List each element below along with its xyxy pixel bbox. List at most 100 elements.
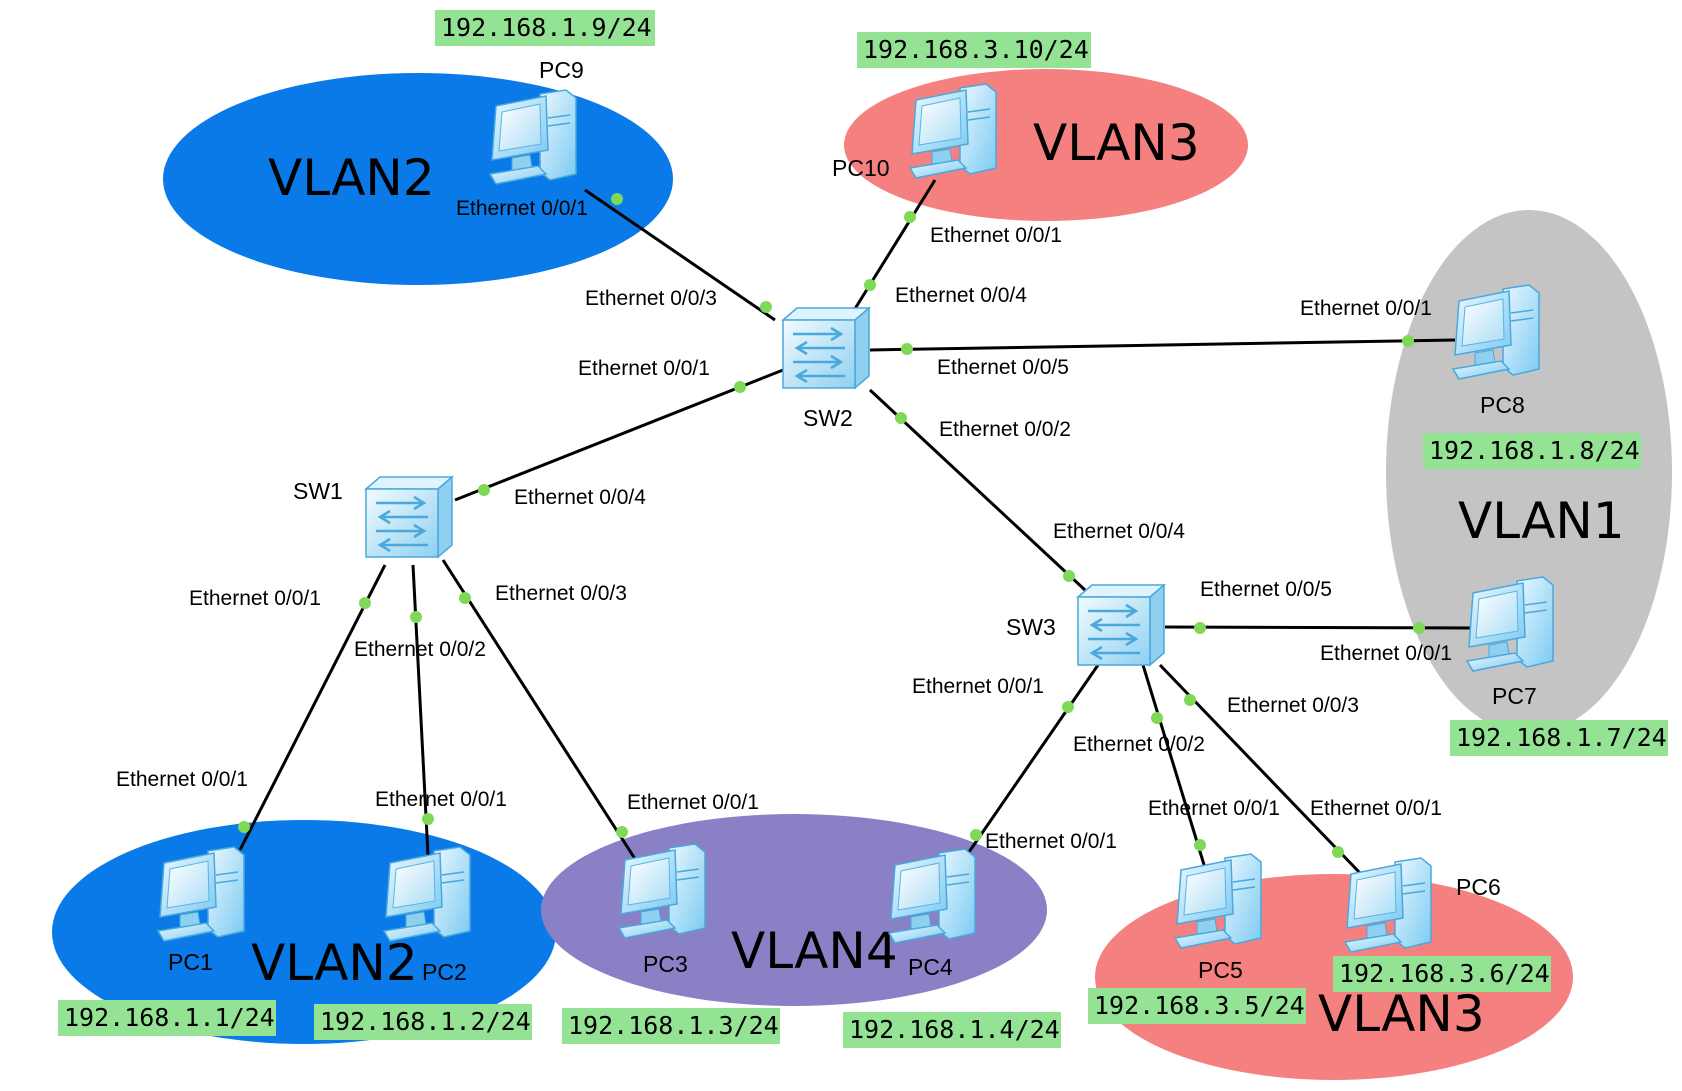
device-label-sw3: SW3	[1006, 614, 1056, 640]
port-dot	[1402, 335, 1414, 347]
port-dot	[864, 279, 876, 291]
port-label: Ethernet 0/0/1	[189, 587, 321, 610]
port-label: Ethernet 0/0/1	[912, 675, 1044, 698]
ip-tag-pc8: 192.168.1.8/24	[1429, 436, 1640, 465]
port-dots	[238, 193, 1425, 858]
port-dot	[359, 597, 371, 609]
port-dot	[1194, 622, 1206, 634]
port-label: Ethernet 0/0/1	[1148, 797, 1280, 820]
port-dot	[1062, 701, 1074, 713]
device-label-pc4: PC4	[908, 954, 953, 980]
port-dot	[1063, 570, 1075, 582]
ip-tag-pc1: 192.168.1.1/24	[64, 1003, 275, 1032]
switch-icon	[1076, 583, 1166, 667]
ip-tag-pc3: 192.168.1.3/24	[568, 1011, 779, 1040]
links	[238, 179, 1476, 875]
switch-sw2[interactable]	[781, 306, 871, 390]
ip-tags: 192.168.1.9/24 192.168.3.10/24 192.168.1…	[58, 10, 1668, 1048]
link-sw3-pc7[interactable]	[1164, 625, 1476, 630]
link-sw3-pc5[interactable]	[1141, 664, 1207, 869]
switch-icon	[781, 306, 871, 390]
port-label: Ethernet 0/0/1	[930, 224, 1062, 247]
device-label-sw1: SW1	[293, 478, 343, 504]
vlan-label: VLAN2	[251, 934, 418, 992]
vlan-label: VLAN1	[1458, 492, 1625, 550]
port-label: Ethernet 0/0/1	[985, 830, 1117, 853]
port-dot	[1194, 839, 1206, 851]
port-label: Ethernet 0/0/2	[939, 418, 1071, 441]
port-label: Ethernet 0/0/1	[1300, 297, 1432, 320]
port-dot	[760, 301, 772, 313]
port-dot	[459, 592, 471, 604]
port-dot	[478, 484, 490, 496]
port-label: Ethernet 0/0/5	[1200, 578, 1332, 601]
port-label: Ethernet 0/0/1	[1310, 797, 1442, 820]
ip-tag-pc6: 192.168.3.6/24	[1339, 959, 1550, 988]
port-dot	[611, 193, 623, 205]
device-label-sw2: SW2	[803, 405, 853, 431]
device-label-pc10: PC10	[832, 155, 890, 181]
port-dot	[970, 829, 982, 841]
port-label: Ethernet 0/0/1	[456, 197, 588, 220]
port-label: Ethernet 0/0/2	[1073, 733, 1205, 756]
port-label: Ethernet 0/0/4	[514, 486, 646, 509]
port-label: Ethernet 0/0/1	[578, 357, 710, 380]
port-dot	[616, 826, 628, 838]
port-label: Ethernet 0/0/4	[895, 284, 1027, 307]
port-label: Ethernet 0/0/4	[1053, 520, 1185, 543]
port-labels: Ethernet 0/0/1 Ethernet 0/0/3 Ethernet 0…	[116, 197, 1452, 853]
device-label-pc9: PC9	[539, 57, 584, 83]
switch-sw1[interactable]	[364, 475, 454, 559]
device-label-pc8: PC8	[1480, 392, 1525, 418]
device-label-pc5: PC5	[1198, 957, 1243, 983]
port-label: Ethernet 0/0/1	[116, 768, 248, 791]
port-dot	[1151, 712, 1163, 724]
device-label-pc3: PC3	[643, 951, 688, 977]
port-dot	[1184, 694, 1196, 706]
switch-sw3[interactable]	[1076, 583, 1166, 667]
port-dot	[1413, 622, 1425, 634]
link-sw2-pc8[interactable]	[869, 338, 1456, 352]
port-label: Ethernet 0/0/1	[627, 791, 759, 814]
port-label: Ethernet 0/0/3	[495, 582, 627, 605]
ip-tag-pc5: 192.168.3.5/24	[1094, 991, 1305, 1020]
ip-tag-pc4: 192.168.1.4/24	[849, 1015, 1060, 1044]
port-dot	[734, 381, 746, 393]
port-dot	[410, 611, 422, 623]
device-label-pc2: PC2	[422, 959, 467, 985]
device-label-pc6: PC6	[1456, 874, 1501, 900]
vlan-label: VLAN3	[1033, 114, 1200, 172]
vlan-label: VLAN4	[731, 922, 898, 980]
port-dot	[901, 343, 913, 355]
link-sw2-pc9[interactable]	[584, 188, 776, 322]
port-label: Ethernet 0/0/2	[354, 638, 486, 661]
port-dot	[1332, 846, 1344, 858]
vlan-label: VLAN2	[268, 149, 435, 207]
ip-tag-pc10: 192.168.3.10/24	[863, 35, 1089, 64]
ip-tag-pc2: 192.168.1.2/24	[320, 1007, 531, 1036]
port-label: Ethernet 0/0/1	[1320, 642, 1452, 665]
link-sw1-pc2[interactable]	[411, 564, 430, 856]
ip-tag-pc9: 192.168.1.9/24	[441, 13, 652, 42]
port-label: Ethernet 0/0/5	[937, 356, 1069, 379]
port-dot	[238, 821, 250, 833]
ip-tag-pc7: 192.168.1.7/24	[1456, 723, 1667, 752]
port-label: Ethernet 0/0/3	[1227, 694, 1359, 717]
port-label: Ethernet 0/0/3	[585, 287, 717, 310]
link-sw2-sw3[interactable]	[868, 388, 1087, 592]
port-label: Ethernet 0/0/1	[375, 788, 507, 811]
switch-icon	[364, 475, 454, 559]
device-label-pc1: PC1	[168, 949, 213, 975]
port-dot	[422, 813, 434, 825]
link-sw1-pc1[interactable]	[238, 564, 387, 851]
vlan-label: VLAN3	[1318, 985, 1485, 1043]
link-sw2-sw1[interactable]	[454, 368, 784, 502]
link-sw1-pc3[interactable]	[441, 559, 639, 863]
device-label-pc7: PC7	[1492, 683, 1537, 709]
link-sw3-pc4[interactable]	[958, 664, 1100, 866]
port-dot	[904, 211, 916, 223]
link-sw2-pc10[interactable]	[846, 179, 937, 321]
port-dot	[895, 412, 907, 424]
